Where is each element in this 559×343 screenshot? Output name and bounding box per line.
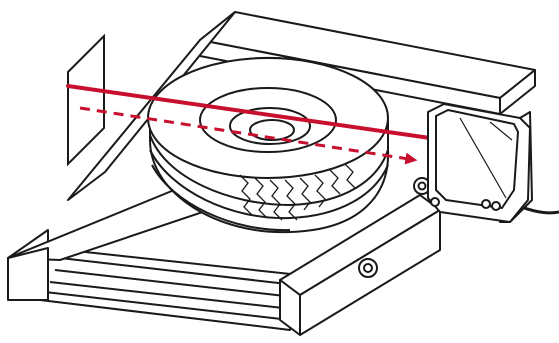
sensor-mount-hole (431, 198, 439, 206)
sensor-lens-face (436, 110, 518, 208)
bolt (419, 183, 426, 190)
reflector-panel (68, 36, 104, 164)
conveyor-left-foot (8, 248, 48, 300)
photoelectric-sensor (428, 104, 559, 222)
sensor-indicator-light (482, 200, 490, 208)
bolt (364, 264, 372, 272)
sensor-indicator-light (492, 202, 500, 210)
